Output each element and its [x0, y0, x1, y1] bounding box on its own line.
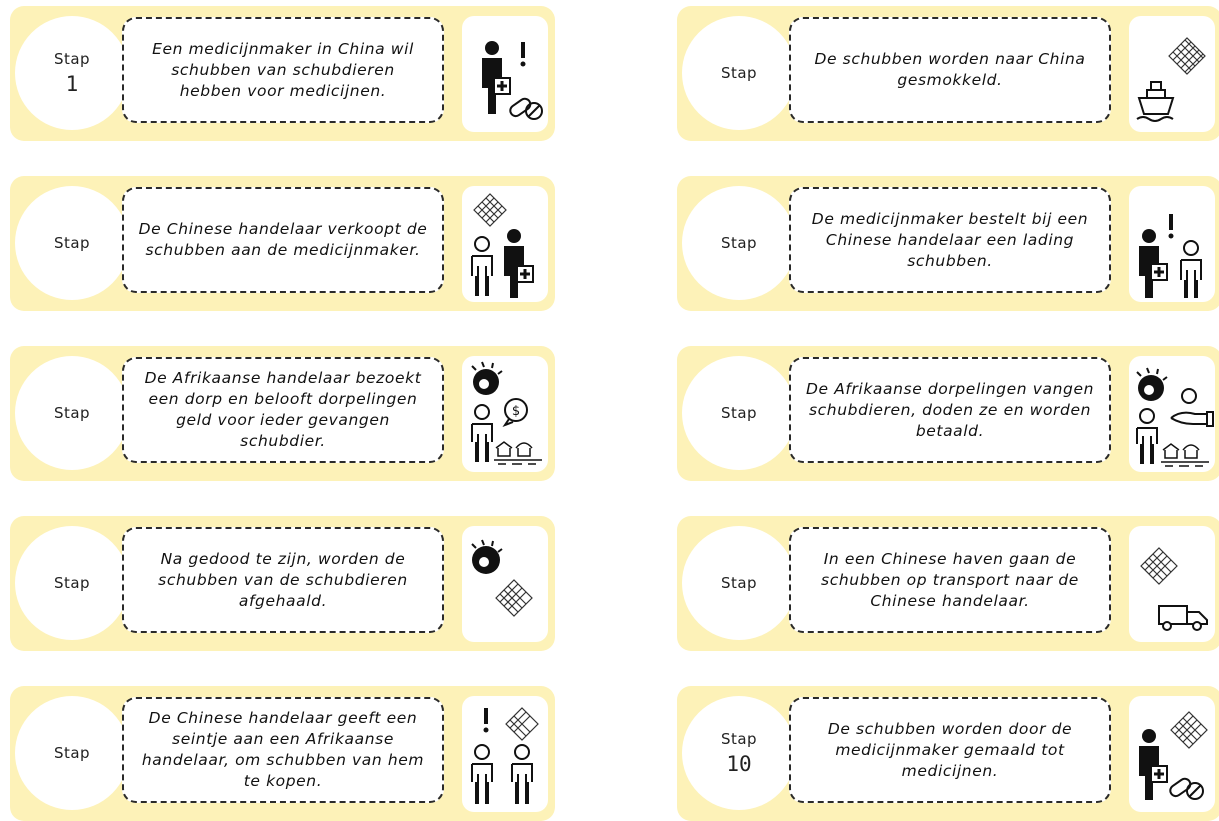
exclamation-icon: [483, 708, 489, 733]
step-card: Stap De Afrikaanse handelaar bezoekt een…: [10, 346, 555, 481]
step-illustration: [1129, 356, 1215, 472]
truck-icon: [1158, 605, 1208, 631]
step-badge: Stap: [682, 186, 796, 300]
step-label: Stap: [720, 574, 758, 592]
step-illustration: [462, 696, 548, 812]
step-illustration: $: [462, 356, 548, 472]
step-badge: Stap: [682, 526, 796, 640]
step-card: Stap Na gedood te zijn, worden de schubb…: [10, 516, 555, 651]
step-label: Stap: [720, 404, 758, 422]
scales-icon: [1170, 711, 1208, 749]
step-text: De schubben worden door de medicijnmaker…: [827, 719, 1073, 780]
step-text: De Chinese handelaar verkoopt de schubbe…: [138, 220, 428, 259]
step-description: De Chinese handelaar geeft een seintje a…: [122, 697, 444, 803]
pangolin-icon: [1136, 367, 1168, 401]
step-description: De Afrikaanse dorpelingen vangen schubdi…: [789, 357, 1111, 463]
trader-icon: [471, 236, 493, 296]
step-badge: Stap: [15, 186, 129, 300]
step-card: Stap De Chinese handelaar verkoopt de sc…: [10, 176, 555, 311]
step-description: De Chinese handelaar verkoopt de schubbe…: [122, 187, 444, 293]
exclamation-icon: [520, 42, 526, 67]
step-description: Een medicijnmaker in China wil schubben …: [122, 17, 444, 123]
step-card: Stap De schubben worden naar China gesmo…: [677, 6, 1219, 141]
step-text: In een Chinese haven gaan de schubben op…: [821, 549, 1079, 610]
villager-icon: [1136, 408, 1158, 464]
step-illustration: [462, 16, 548, 132]
step-label: Stap: [53, 234, 91, 252]
step-label: Stap: [53, 574, 91, 592]
step-illustration: [1129, 696, 1215, 812]
step-description: De schubben worden naar China gesmokkeld…: [789, 17, 1111, 123]
step-card: Stap De medicijnmaker bestelt bij een Ch…: [677, 176, 1219, 311]
step-text: De Afrikaanse handelaar bezoekt een dorp…: [144, 369, 422, 450]
step-card: Stap 10 De schubben worden door de medic…: [677, 686, 1219, 821]
trader-icon: [511, 744, 533, 804]
step-text: De medicijnmaker bestelt bij een Chinese…: [811, 209, 1089, 270]
svg-text:$: $: [512, 404, 520, 419]
coin-hand-icon: [1170, 388, 1214, 427]
step-label: Stap: [53, 744, 91, 762]
step-text: Een medicijnmaker in China wil schubben …: [152, 39, 414, 100]
step-card: Stap 1 Een medicijnmaker in China wil sc…: [10, 6, 555, 141]
step-description: Na gedood te zijn, worden de schubben va…: [122, 527, 444, 633]
scales-icon: [473, 193, 507, 227]
step-label: Stap: [720, 64, 758, 82]
pangolin-icon: [471, 361, 503, 395]
village-icon: [494, 441, 542, 465]
step-illustration: [1129, 526, 1215, 642]
scales-icon: [495, 579, 533, 617]
medicine-maker-icon: [1139, 229, 1168, 298]
trader-icon: [471, 744, 493, 804]
scales-icon: [1140, 547, 1178, 585]
trader-icon: [471, 404, 493, 462]
exclamation-icon: [1168, 214, 1174, 239]
step-description: De schubben worden door de medicijnmaker…: [789, 697, 1111, 803]
trader-icon: [1180, 240, 1202, 298]
step-text: De Chinese handelaar geeft een seintje a…: [141, 709, 425, 790]
medicine-maker-icon: [1139, 729, 1168, 800]
step-number: 10: [726, 752, 752, 776]
ship-icon: [1136, 81, 1175, 122]
step-illustration: [1129, 186, 1215, 302]
step-badge: Stap: [15, 526, 129, 640]
medicine-maker-icon: [482, 41, 511, 114]
step-number: 1: [65, 72, 79, 96]
village-icon: [1161, 443, 1209, 467]
step-badge: Stap 10: [682, 696, 796, 810]
step-description: In een Chinese haven gaan de schubben op…: [789, 527, 1111, 633]
scales-icon: [1168, 37, 1206, 75]
step-label: Stap: [53, 50, 91, 68]
pangolin-icon: [471, 539, 503, 574]
step-card: Stap De Afrikaanse dorpelingen vangen sc…: [677, 346, 1219, 481]
step-text: De Afrikaanse dorpelingen vangen schubdi…: [806, 379, 1094, 440]
step-badge: Stap: [682, 356, 796, 470]
step-label: Stap: [720, 234, 758, 252]
step-description: De Afrikaanse handelaar bezoekt een dorp…: [122, 357, 444, 463]
step-badge: Stap 1: [15, 16, 129, 130]
step-card: Stap In een Chinese haven gaan de schubb…: [677, 516, 1219, 651]
step-badge: Stap: [15, 696, 129, 810]
pills-icon: [509, 97, 543, 120]
step-text: Na gedood te zijn, worden de schubben va…: [158, 549, 408, 610]
money-speech-icon: $: [502, 398, 528, 428]
step-badge: Stap: [15, 356, 129, 470]
step-illustration: [462, 186, 548, 302]
step-illustration: [462, 526, 548, 642]
step-badge: Stap: [682, 16, 796, 130]
scales-icon: [505, 707, 539, 741]
step-label: Stap: [720, 730, 758, 748]
step-description: De medicijnmaker bestelt bij een Chinese…: [789, 187, 1111, 293]
step-card: Stap De Chinese handelaar geeft een sein…: [10, 686, 555, 821]
medicine-maker-icon: [504, 229, 534, 298]
pills-icon: [1169, 777, 1204, 800]
step-illustration: [1129, 16, 1215, 132]
step-label: Stap: [53, 404, 91, 422]
step-text: De schubben worden naar China gesmokkeld…: [814, 50, 1086, 89]
